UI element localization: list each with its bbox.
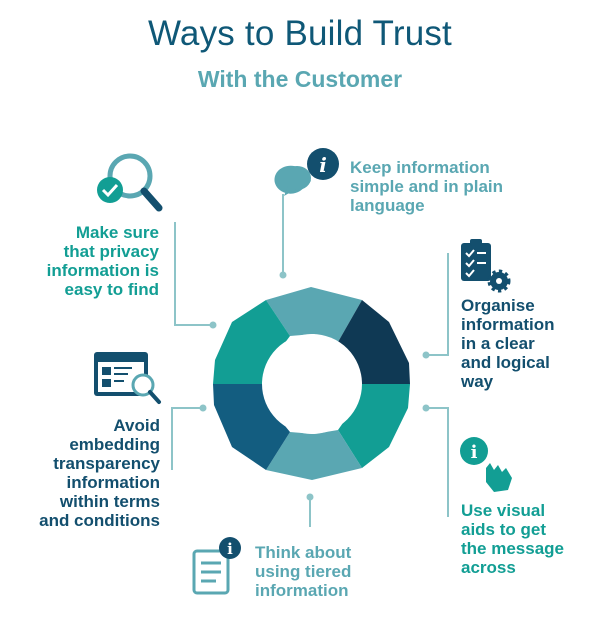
label-simple: Keep information simple and in plain lan… [350, 158, 504, 215]
connector-terms [171, 407, 203, 470]
connector-visual [426, 407, 449, 517]
label-visual: Use visual aids to get the message acros… [461, 501, 564, 577]
magnifier-check-icon [97, 153, 163, 212]
connector-organise [426, 253, 449, 356]
speech-bubbles-info-icon: i [274, 148, 339, 196]
document-info-icon: i [192, 537, 241, 595]
connectors [171, 194, 449, 527]
info-pointer-hand-icon: i [460, 437, 512, 492]
page-subtitle: With the Customer [197, 66, 403, 92]
label-privacy: Make sure that privacy information is ea… [46, 223, 159, 299]
ring-segment-bottom [266, 430, 362, 480]
donut-ring [213, 287, 410, 480]
ring-hole [262, 334, 362, 434]
connector-dot-visual [422, 404, 430, 412]
connector-dot-privacy [209, 321, 217, 329]
svg-text:i: i [471, 442, 478, 463]
label-organise: Organise information in a clear and logi… [461, 296, 555, 391]
clipboard-gear-icon [461, 239, 511, 293]
label-terms: Avoid embedding transparency information… [39, 416, 160, 530]
connector-dot-terms [199, 404, 207, 412]
label-tiered: Think about using tiered information [255, 543, 352, 600]
browser-search-icon [94, 352, 161, 404]
ring-segment-bottom-left [213, 384, 290, 470]
connector-privacy [174, 222, 213, 326]
svg-text:i: i [227, 540, 233, 558]
connector-dot-tiered [306, 493, 314, 501]
connector-dot-simple [279, 271, 287, 279]
svg-text:i: i [319, 153, 327, 177]
page-title: Ways to Build Trust [148, 14, 452, 53]
ring-segment-top [266, 287, 362, 342]
connector-dot-organise [422, 351, 430, 359]
